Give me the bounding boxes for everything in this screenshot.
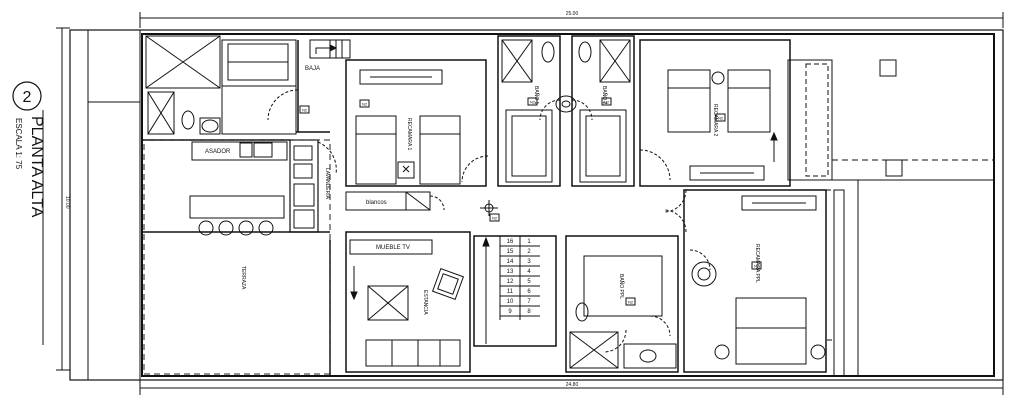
property-boundary: [69, 29, 1004, 381]
stair-step-number: 7: [527, 299, 531, 305]
level-tag: N2: [362, 102, 368, 107]
level-tag-box: [527, 97, 538, 106]
stair-step-number: 1: [527, 239, 531, 245]
stair-step-number: 10: [507, 299, 514, 305]
dim-top: 25.00: [566, 11, 579, 17]
stair-step-number: 2: [527, 249, 531, 255]
house-outline: [141, 33, 995, 377]
level-tag: N2: [628, 300, 634, 305]
level-tag-box: [299, 105, 310, 114]
label-down: BAJA: [305, 66, 320, 72]
level-tag-box: [489, 213, 500, 222]
level-tag: N2: [754, 264, 760, 269]
drawing-title: PLANTA ALTA: [28, 116, 45, 218]
label-bedroom-2: RECAMARA 2: [712, 104, 718, 136]
stair-step-number: 6: [527, 289, 531, 295]
stair-step-number: 8: [527, 309, 531, 315]
bath-1: [497, 35, 561, 187]
level-tag-box: [625, 297, 636, 306]
stair-step-number: 16: [507, 239, 514, 245]
label-bedroom-main: RECAMARA PPL: [754, 244, 760, 283]
label-tv-room: ESTANCIA: [422, 290, 428, 315]
bar-counter: [189, 195, 285, 219]
level-tag-box: [601, 97, 612, 106]
bath-main: [565, 235, 679, 373]
label-bath-1: BAÑO 1: [533, 86, 540, 105]
label-grill: ASADOR: [205, 149, 231, 155]
drawing-number-circle: [12, 81, 42, 111]
bedroom-2: [639, 39, 791, 187]
bedroom-1: [345, 59, 487, 187]
level-tag: N2: [302, 108, 308, 113]
drawing-number: 2: [23, 89, 32, 106]
drawing-scale: ESCALA 1: 75: [14, 118, 23, 170]
tv-room: [345, 231, 471, 373]
stair-step-number: 11: [507, 289, 514, 295]
level-tag-box: [359, 99, 370, 108]
dim-left: 10.00: [64, 196, 70, 209]
stair-step-number: 12: [507, 279, 514, 285]
level-tag: N2: [604, 100, 610, 105]
label-tv-cabinet: MUEBLE TV: [376, 245, 410, 251]
stair-step-number: 3: [527, 259, 531, 265]
label-terrace: TERRAZA: [240, 266, 246, 290]
stair-step-number: 9: [508, 309, 512, 315]
stair-step-number: 4: [527, 269, 531, 275]
stair-step-number: 15: [507, 249, 514, 255]
grill-counter: [191, 141, 288, 161]
level-tag-box: [751, 261, 762, 270]
label-laundry: LAVANDERIA: [324, 168, 330, 200]
stair-step-number: 13: [507, 269, 514, 275]
level-tag-box: [715, 113, 726, 122]
label-bath-2: BAÑO 2: [601, 86, 608, 105]
level-tag: N2: [718, 116, 724, 121]
level-tag: N2: [492, 216, 498, 221]
dim-bottom: 24.80: [566, 382, 579, 388]
bath-2: [571, 35, 635, 187]
level-tag: N2: [530, 100, 536, 105]
stair-step-number: 14: [507, 259, 514, 265]
stair-step-number: 5: [527, 279, 531, 285]
label-bedroom-1: RECAMARA 1: [406, 118, 412, 150]
label-linens: blancos: [366, 200, 387, 206]
label-bath-main: BAÑO PPL: [618, 274, 625, 299]
